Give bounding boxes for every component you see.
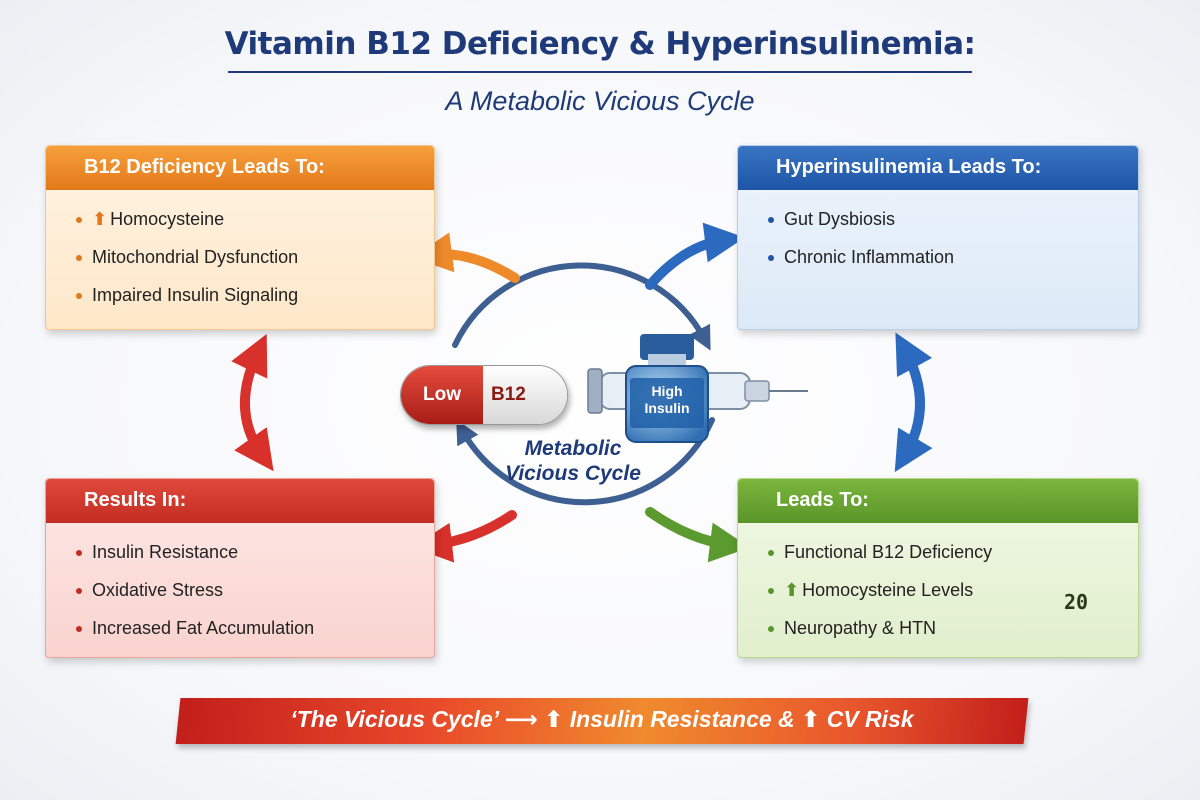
list-item: ⬆Homocysteine Levels [768, 579, 992, 617]
double-arrow-left [231, 333, 274, 472]
up-arrow-icon: ⬆ [92, 209, 108, 229]
leads-to-box: Leads To: Functional B12 Deficiency ⬆Hom… [737, 478, 1139, 658]
arrow-to-hyper-box [645, 222, 745, 290]
pill-label-low: Low [401, 366, 483, 424]
bullet-dot [76, 255, 82, 262]
bottom-banner-text: ‘The Vicious Cycle’ ⟶ ⬆ Insulin Resistan… [290, 706, 914, 732]
leads-to-list: Functional B12 Deficiency ⬆Homocysteine … [768, 541, 992, 655]
list-item: Chronic Inflammation [768, 246, 954, 284]
leads-to-header: Leads To: [738, 479, 1138, 523]
up-arrow-icon: ⬆ [784, 580, 800, 600]
results-in-list: Insulin Resistance Oxidative Stress Incr… [76, 541, 314, 655]
b12-deficiency-header: B12 Deficiency Leads To: [46, 146, 434, 190]
central-cycle-arrows [452, 262, 715, 506]
results-in-box: Results In: Insulin Resistance Oxidative… [45, 478, 435, 658]
cycle-label-line1: Metabolic [524, 437, 622, 460]
monitor-reading: 20 [1063, 590, 1089, 614]
bullet-dot [768, 255, 774, 262]
list-item: Oxidative Stress [76, 579, 314, 617]
page-title: Vitamin B12 Deficiency & Hyperinsulinemi… [224, 26, 976, 62]
list-item: Insulin Resistance [76, 541, 314, 579]
b12-deficiency-box: B12 Deficiency Leads To: ⬆Homocysteine M… [45, 145, 435, 330]
page-subtitle: A Metabolic Vicious Cycle [445, 86, 755, 116]
vial-label-line2: Insulin [644, 400, 690, 416]
list-item: Impaired Insulin Signaling [76, 284, 298, 322]
cycle-label-line2: Vicious Cycle [505, 462, 641, 485]
arrow-to-b12-box [412, 232, 520, 283]
list-item: Increased Fat Accumulation [76, 617, 314, 655]
bullet-dot [768, 626, 774, 633]
arrow-to-leads-box [645, 507, 750, 563]
bullet-dot [768, 217, 774, 224]
insulin-vial-icon [625, 334, 709, 443]
bullet-dot [768, 550, 774, 557]
bullet-dot [76, 217, 82, 224]
vial-label: High Insulin [632, 383, 702, 417]
bullet-dot [76, 588, 82, 595]
results-in-header: Results In: [46, 479, 434, 523]
list-item: ⬆Homocysteine [76, 208, 298, 246]
bullet-dot [76, 626, 82, 633]
vial-label-line1: High [651, 383, 683, 399]
pill-label-b12: B12 [483, 366, 567, 424]
list-item: Mitochondrial Dysfunction [76, 246, 298, 284]
bullet-dot [76, 550, 82, 557]
hyperinsulinemia-header: Hyperinsulinemia Leads To: [738, 146, 1138, 190]
hyperinsulinemia-list: Gut Dysbiosis Chronic Inflammation [768, 208, 954, 284]
title-divider [228, 71, 972, 73]
bullet-dot [76, 293, 82, 300]
arrow-to-results-box [412, 510, 517, 563]
list-item: Neuropathy & HTN [768, 617, 992, 655]
low-b12-pill-icon: Low B12 [400, 365, 568, 425]
double-arrow-right [894, 332, 933, 473]
hyperinsulinemia-box: Hyperinsulinemia Leads To: Gut Dysbiosis… [737, 145, 1139, 330]
list-item: Functional B12 Deficiency [768, 541, 992, 579]
list-item: Gut Dysbiosis [768, 208, 954, 246]
b12-deficiency-list: ⬆Homocysteine Mitochondrial Dysfunction … [76, 208, 298, 322]
bullet-dot [768, 588, 774, 595]
cycle-center-label: Metabolic Vicious Cycle [498, 436, 648, 486]
